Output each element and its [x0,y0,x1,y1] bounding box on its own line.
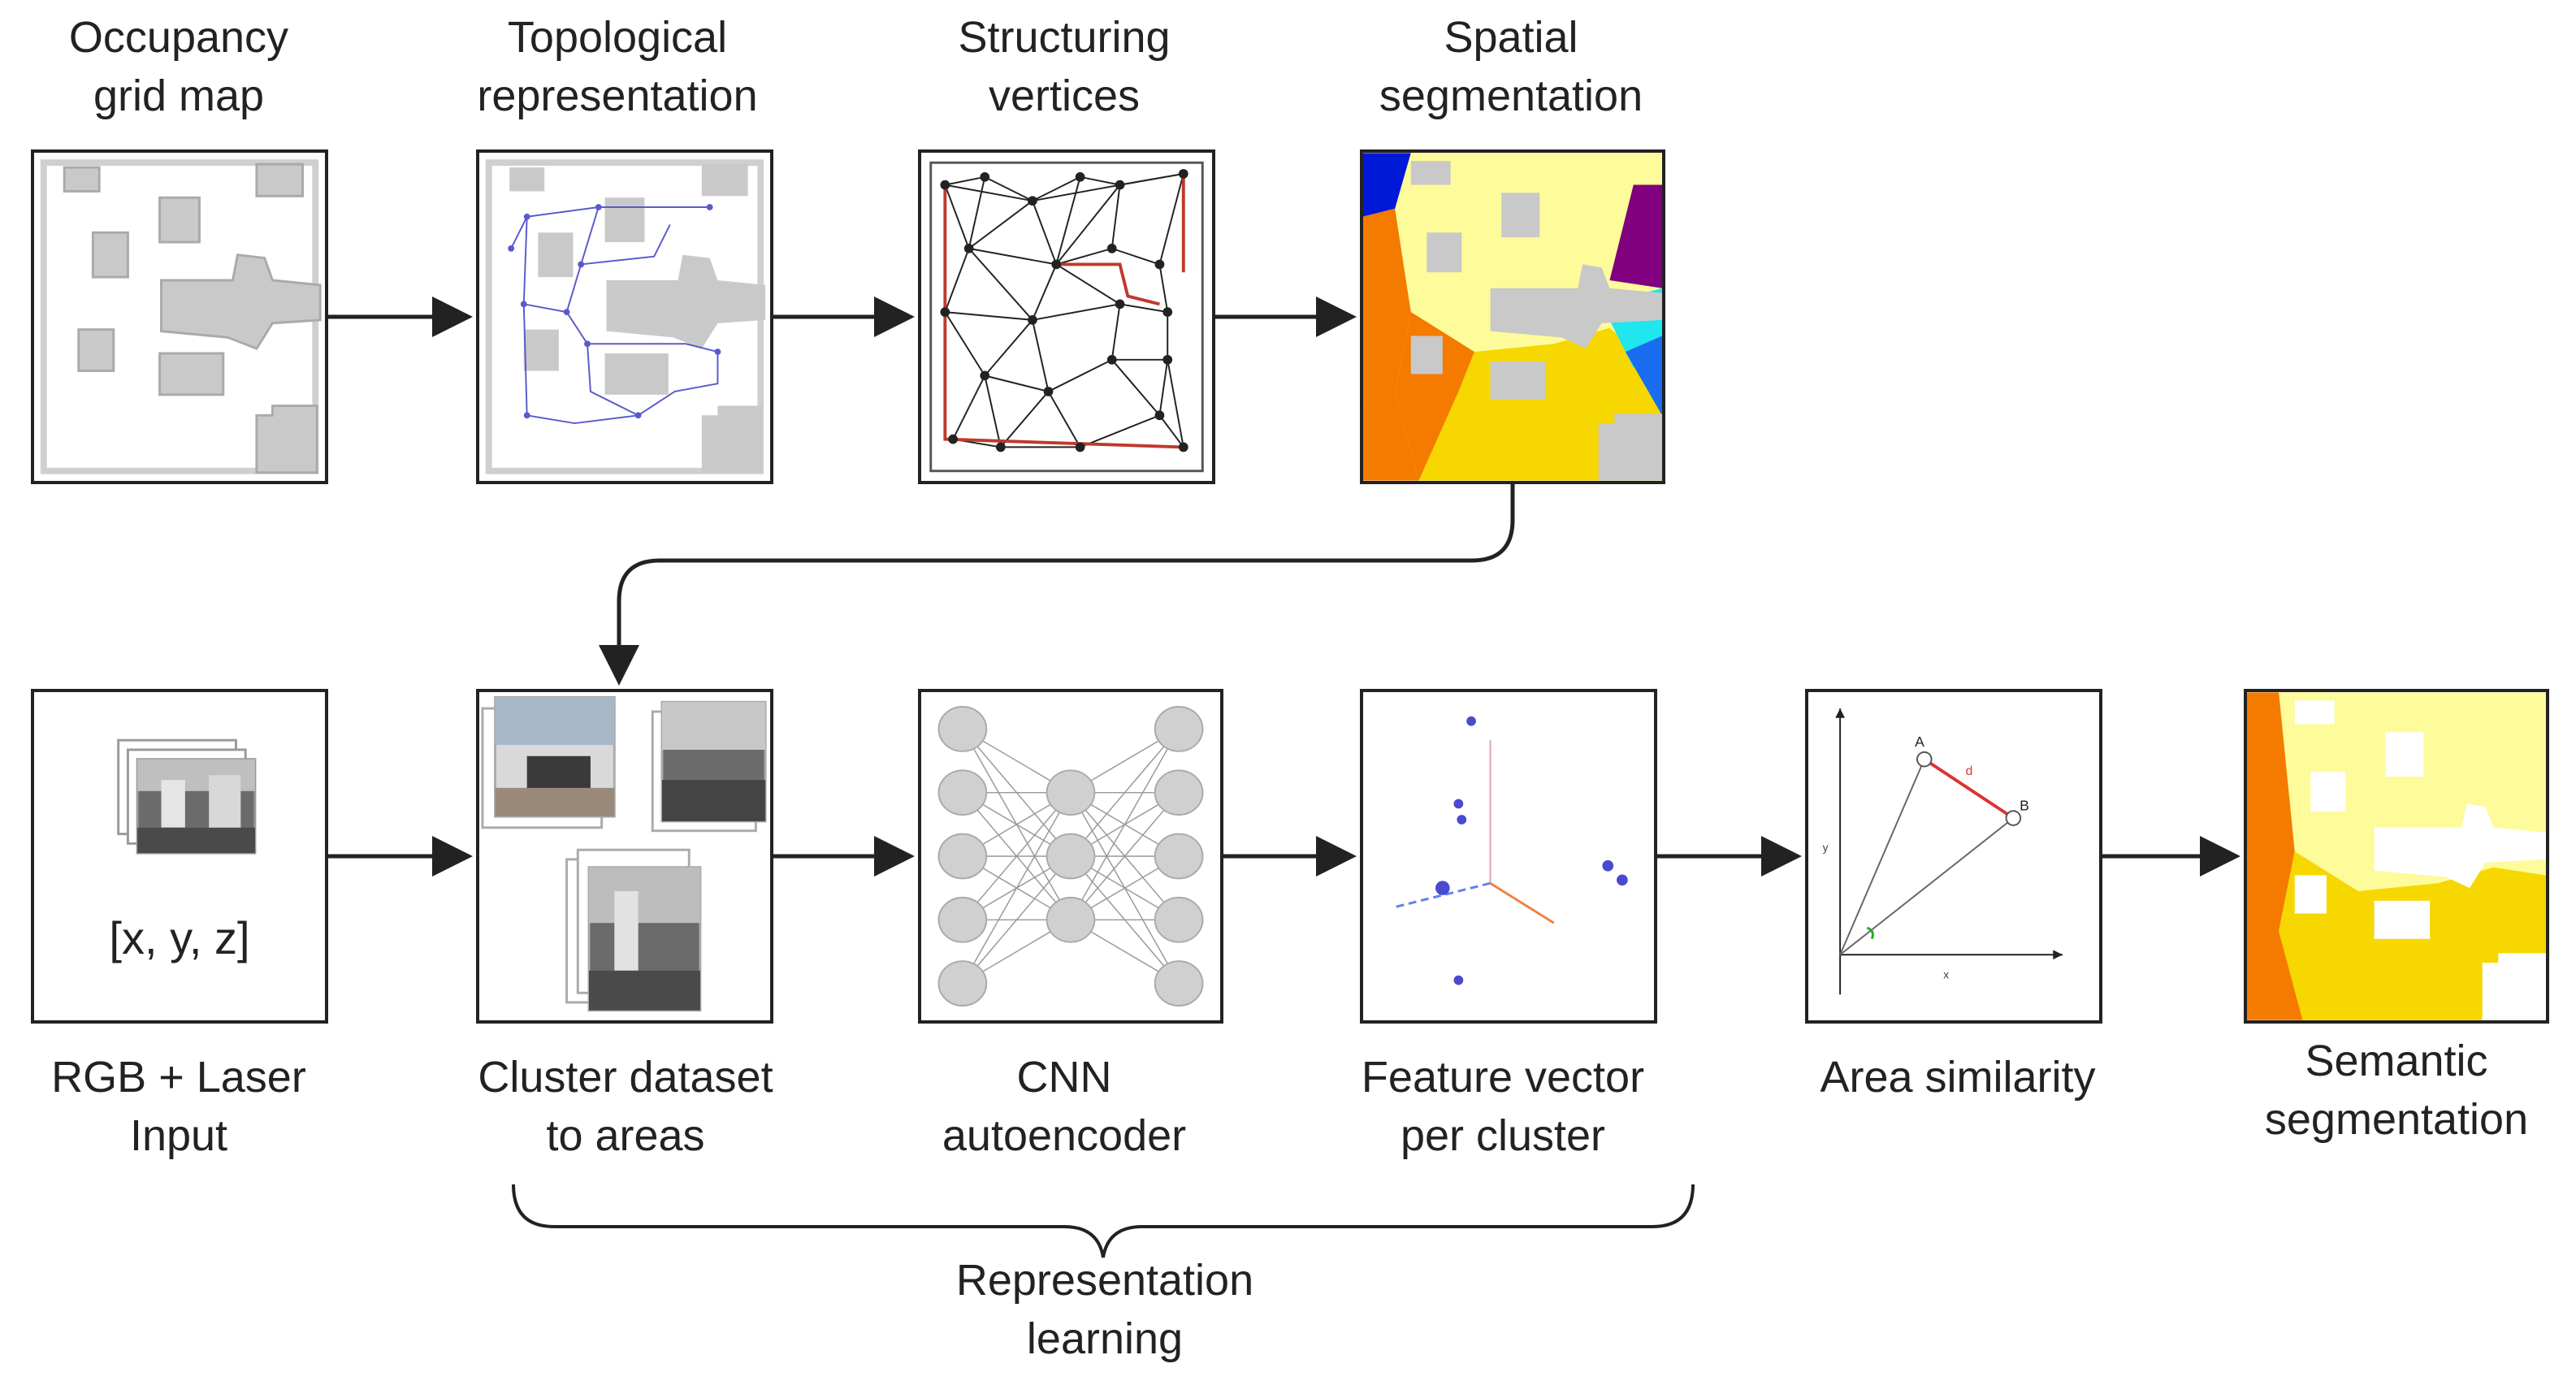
network-edge [962,792,1072,920]
occupancy-grid-map-image [31,149,328,484]
label-topological-representation: Topological representation [477,13,758,120]
delaunay-graph-drawing [929,161,1204,473]
network-node [1154,896,1204,943]
label-spatial-segmentation: Spatial segmentation [1379,13,1643,120]
semantic-segmentation-drawing [2247,692,2546,1020]
spatial-segmentation-drawing [1363,153,1662,481]
network-node [1154,833,1204,880]
network-node [937,896,988,943]
feature-scatter-3d [1394,716,1628,985]
structuring-vertices-image [918,149,1215,484]
network-node [937,706,988,752]
label-rgb-laser-input: RGB + Laser Input [51,1053,306,1160]
network-node [1046,833,1096,880]
feature-vector-image [1360,689,1657,1024]
network-edge [1070,792,1180,920]
network-node [937,833,988,880]
label-representation-learning: Representation learning [955,1256,1254,1363]
point-b-label: B [2020,797,2029,813]
label-cnn-autoencoder: CNN autoencoder [942,1053,1187,1160]
network-node [1046,896,1096,943]
label-semantic-segmentation: Semantic segmentation [2264,1037,2529,1144]
area-similarity-plot: A B d x y [1823,708,2063,995]
x-axis-label: x [1943,969,1949,981]
arrow-spatial-to-cluster [599,484,1515,686]
label-cluster-dataset: Cluster dataset to areas [478,1053,773,1160]
network-edge [1070,728,1180,857]
camera-frames-stack [117,738,257,855]
network-node [1154,960,1204,1007]
clustered-frames [481,695,767,1012]
network-node [937,960,988,1007]
label-occupancy-grid-map: Occupancy grid map [68,13,289,120]
label-area-similarity: Area similarity [1820,1053,2096,1102]
autoencoder-network [937,706,1204,1007]
area-similarity-image: A B d x y [1805,689,2102,1024]
occupancy-grid-drawing [40,159,322,474]
point-a-label: A [1915,734,1924,750]
network-edge [962,792,1072,984]
cluster-dataset-image [476,689,773,1024]
topological-representation-image [476,149,773,484]
spatial-segmentation-image [1360,149,1665,484]
label-structuring-vertices: Structuring vertices [958,13,1171,120]
y-axis-label: y [1823,842,1829,854]
topological-graph-drawing [485,159,766,474]
cnn-autoencoder-image [918,689,1223,1024]
rgb-coordinates-label: [x, y, z] [109,912,250,963]
representation-learning-bracket [512,1184,1695,1258]
label-feature-vector: Feature vector per cluster [1361,1053,1645,1160]
network-node [1046,769,1096,816]
network-node [1154,706,1204,752]
network-edge [962,855,1072,985]
network-edge [1070,729,1180,920]
rgb-laser-input-image: [x, y, z] [31,689,328,1024]
network-node [937,769,988,816]
distance-label: d [1966,764,1973,778]
semantic-segmentation-image [2244,689,2549,1024]
network-node [1154,769,1204,816]
